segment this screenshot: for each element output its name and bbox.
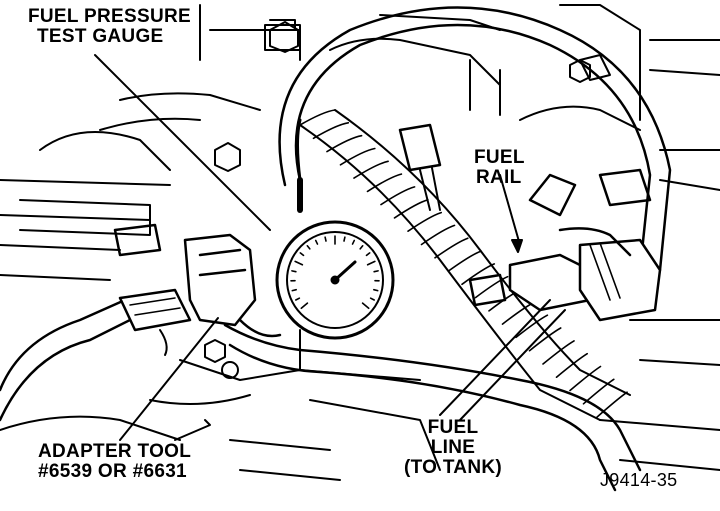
fuel-line-callout-line1: FUEL	[398, 418, 508, 438]
gauge-tick	[374, 290, 378, 291]
adapter-callout-label: ADAPTER TOOL #6539 OR #6631	[38, 442, 191, 482]
fuel-line-callout-line2: LINE	[398, 438, 508, 458]
gauge-tick	[344, 237, 345, 241]
gauge-tick	[374, 271, 378, 272]
gauge-tick	[292, 271, 296, 272]
adapter-tool	[115, 225, 280, 355]
gauge-callout-label: FUEL PRESSURE TEST GAUGE	[28, 7, 191, 47]
gauge-tick	[292, 290, 296, 291]
fuel-rail	[400, 125, 660, 320]
fuel-line-callout-label: FUEL LINE (TO TANK)	[398, 418, 508, 478]
adapter-callout-line1: ADAPTER TOOL	[38, 442, 191, 462]
rail-callout-label: FUEL RAIL	[474, 148, 525, 188]
gauge-tick	[325, 237, 326, 241]
adapter-pointer	[175, 420, 210, 440]
adapter-callout-line2: #6539 OR #6631	[38, 462, 191, 482]
gauge-callout-line1: FUEL PRESSURE	[28, 7, 191, 27]
pressure-gauge	[277, 120, 393, 338]
fuel-line-callout-line3: (TO TANK)	[398, 458, 508, 478]
adapter-leader-line	[120, 318, 218, 440]
figure-id: J9414-35	[600, 470, 677, 490]
rail-callout-line1: FUEL	[474, 148, 525, 168]
rail-callout-line2: RAIL	[474, 168, 525, 188]
gauge-callout-line2: TEST GAUGE	[28, 27, 191, 47]
